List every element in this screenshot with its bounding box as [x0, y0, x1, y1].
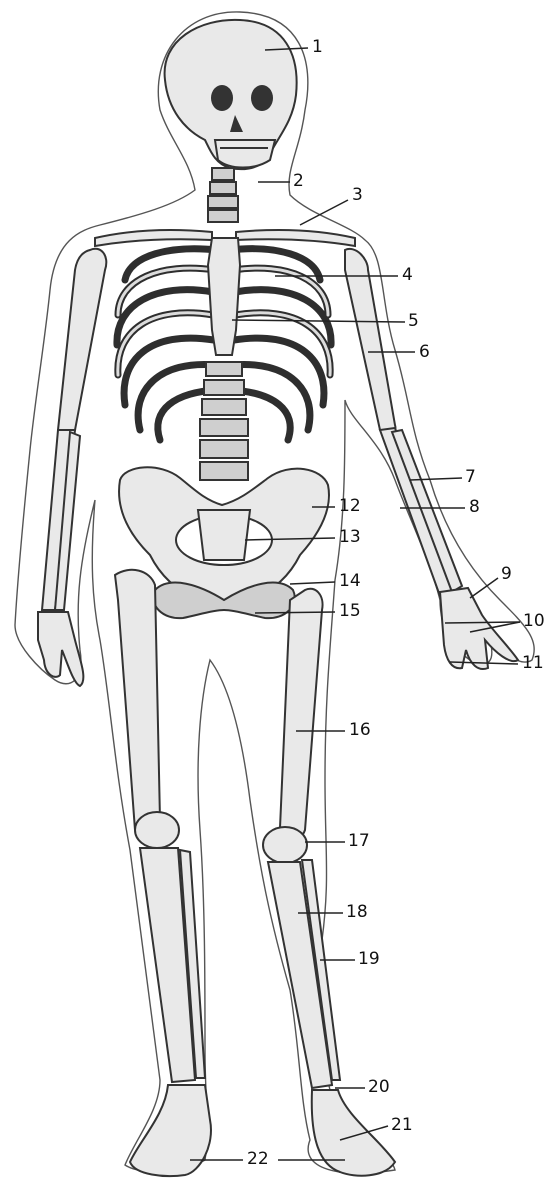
label-12: 12 [339, 498, 361, 515]
label-18: 18 [346, 904, 368, 921]
label-11: 11 [522, 655, 544, 672]
label-13: 13 [339, 529, 361, 546]
label-15: 15 [339, 603, 361, 620]
label-7: 7 [465, 469, 476, 486]
label-1: 1 [312, 39, 323, 56]
label-6: 6 [419, 344, 430, 361]
sacrum [198, 510, 250, 560]
label-4: 4 [402, 267, 413, 284]
clavicle [236, 230, 355, 246]
femur-right [280, 589, 323, 840]
label-21: 21 [391, 1117, 413, 1134]
sternum [208, 238, 240, 355]
skull-orbit [251, 85, 273, 111]
lumbar-spine [200, 362, 248, 480]
jaw [215, 140, 275, 168]
label-5: 5 [408, 313, 419, 330]
label-16: 16 [349, 722, 371, 739]
foot-right [312, 1090, 395, 1176]
patella-left [135, 812, 179, 848]
label-8: 8 [469, 499, 480, 516]
label-17: 17 [348, 833, 370, 850]
label-3: 3 [352, 187, 363, 204]
clavicle [95, 230, 212, 246]
label-14: 14 [339, 573, 361, 590]
cervical-spine [208, 168, 238, 222]
label-10: 10 [523, 613, 545, 630]
label-19: 19 [358, 951, 380, 968]
label-20: 20 [368, 1079, 390, 1096]
patella-right [263, 827, 307, 863]
label-22: 22 [247, 1151, 269, 1168]
label-9: 9 [501, 566, 512, 583]
skull-orbit [211, 85, 233, 111]
label-2: 2 [293, 173, 304, 190]
arm-right [345, 249, 518, 669]
